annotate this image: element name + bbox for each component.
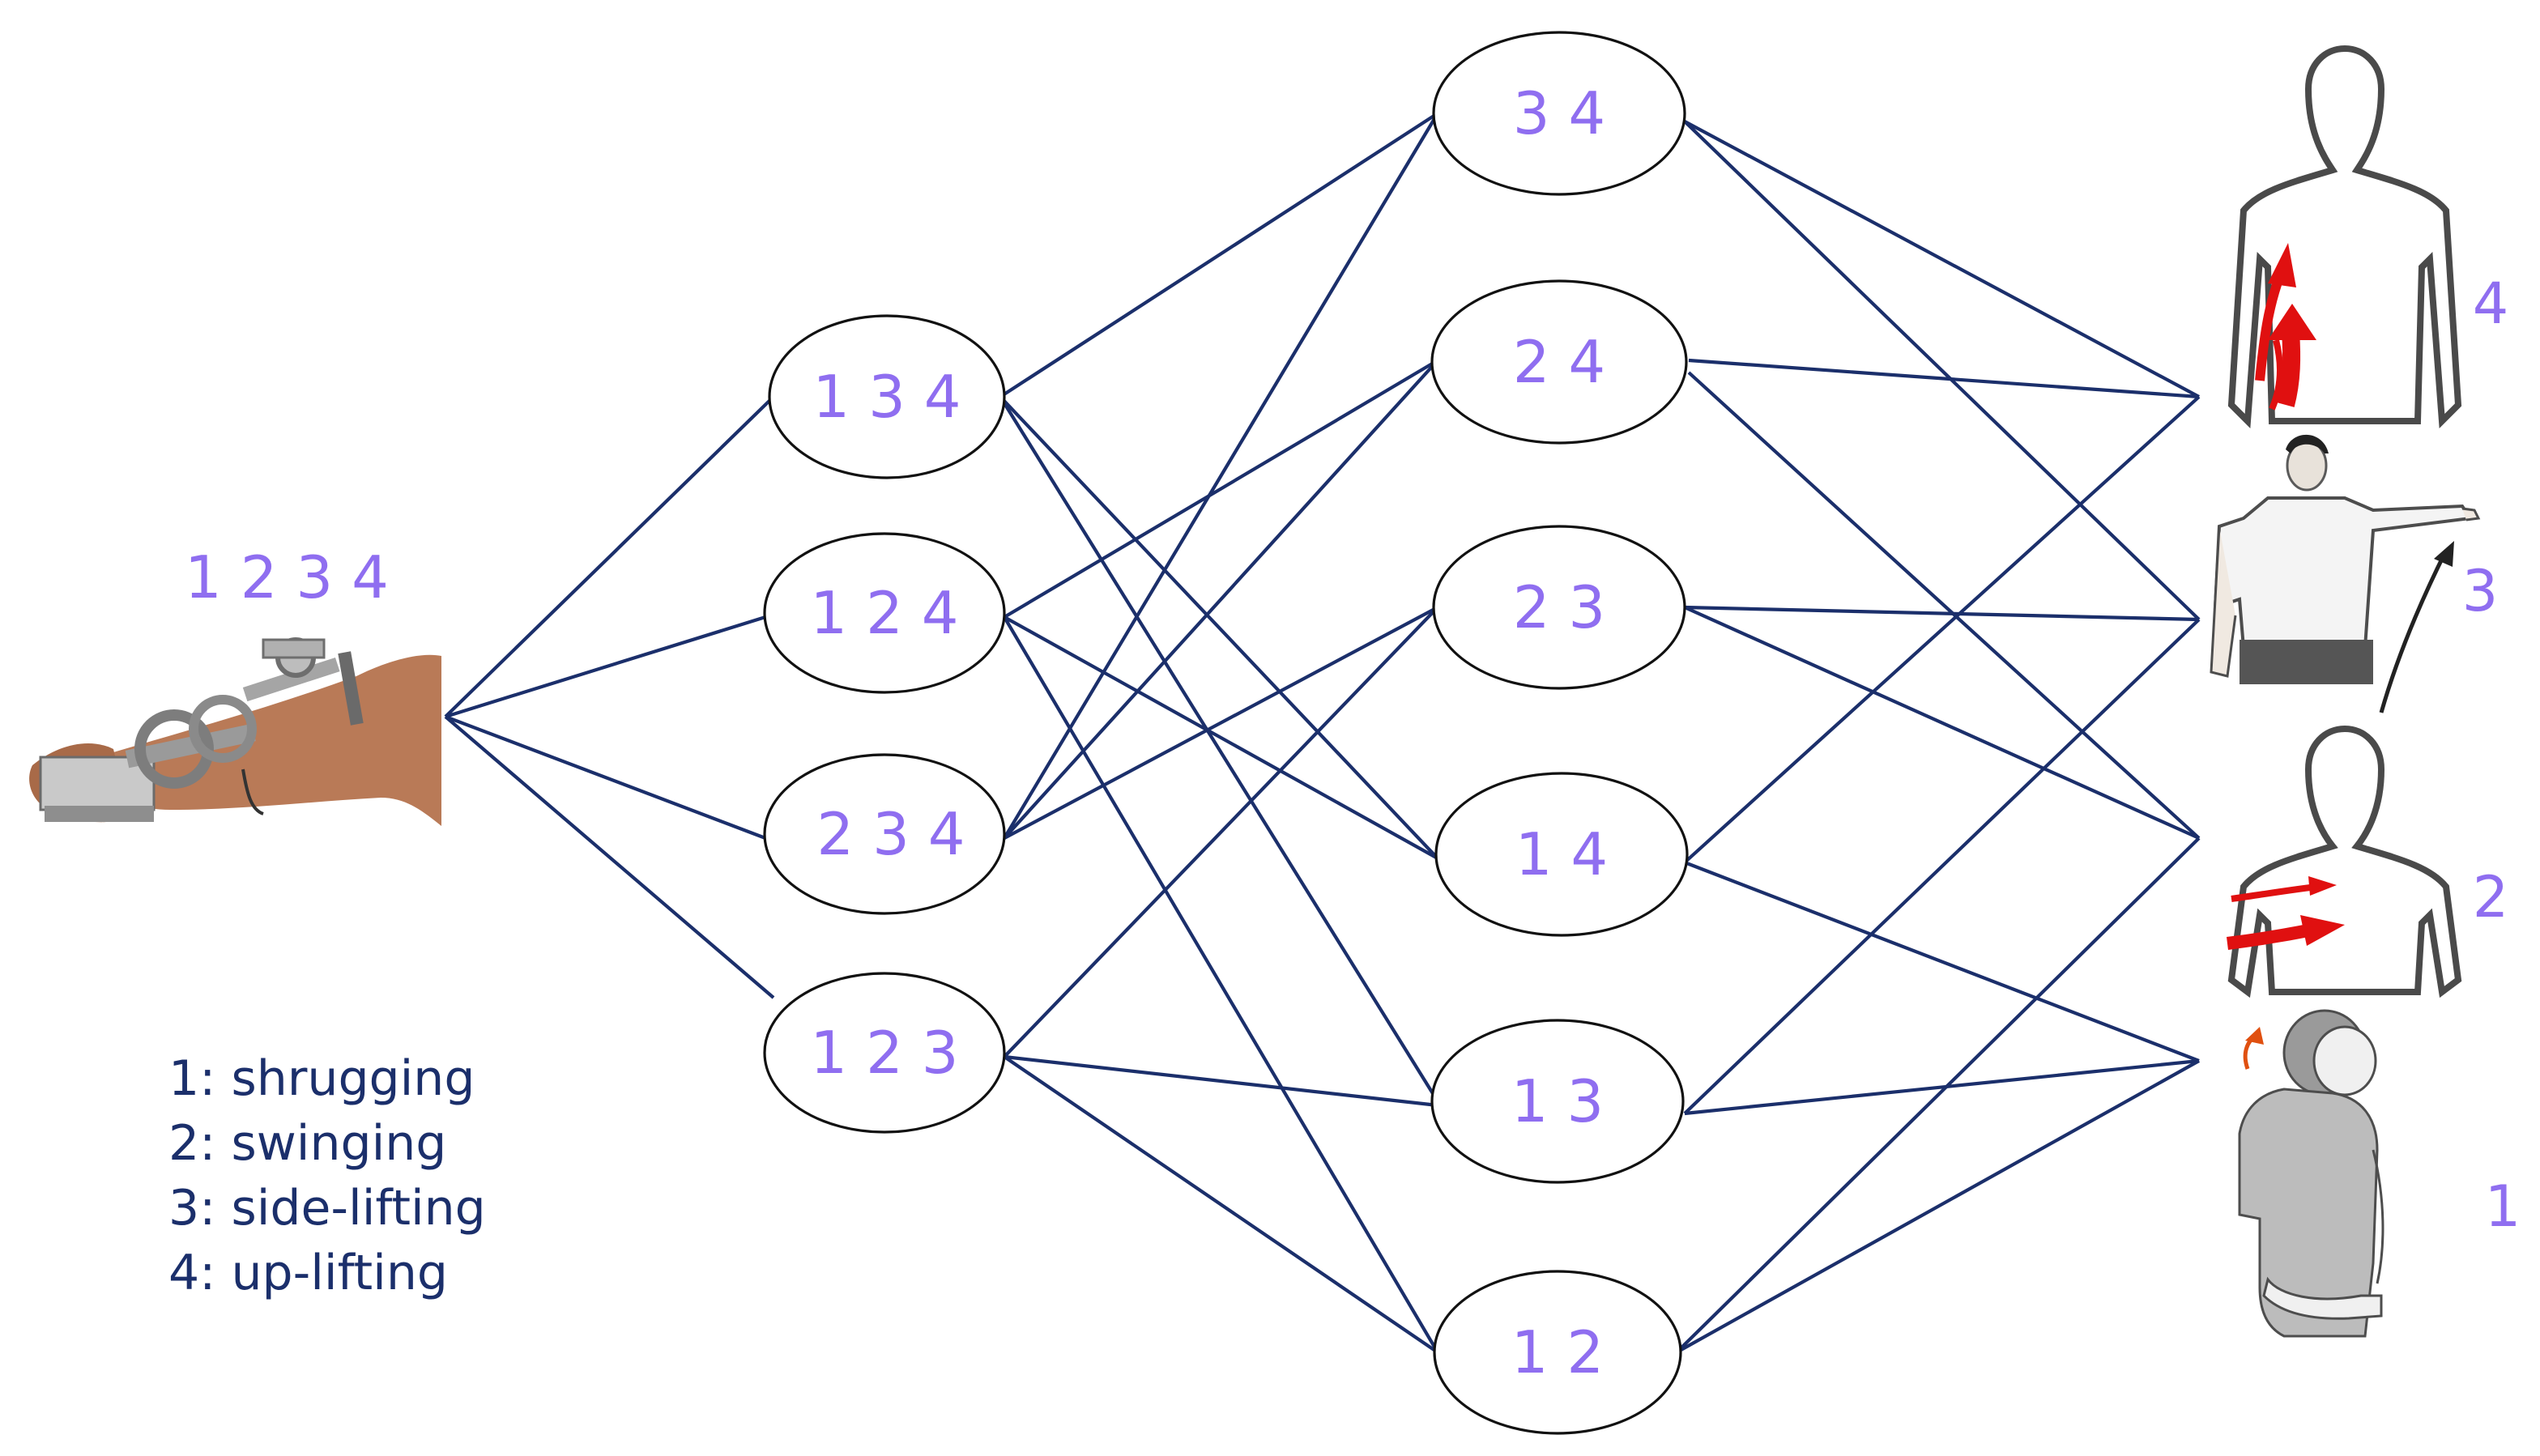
layer1-nodes: 1 3 4 1 2 4 2 3 4 1 2 3 (763, 314, 1006, 1134)
edge-source-123 (444, 715, 775, 999)
legend: 1: shrugging 2: swinging 3: side-lifting… (168, 1050, 486, 1301)
edge-14-t4 (1683, 395, 2201, 864)
edge-234-24 (1003, 359, 1439, 840)
edge-13-t3 (1683, 618, 2201, 1115)
node-label-123: 1 2 3 (810, 1019, 958, 1087)
up-lifting-figure-icon (2227, 45, 2462, 428)
node-label-34: 3 4 (1513, 79, 1606, 147)
edge-123-12 (1003, 1055, 1439, 1354)
node-label-234: 2 3 4 (816, 800, 965, 868)
side-lifting-figure-icon (2210, 434, 2481, 713)
node-123: 1 2 3 (763, 972, 1006, 1134)
edge-124-14 (1003, 615, 1439, 860)
edge-source-124 (445, 615, 766, 719)
node-234: 2 3 4 (763, 753, 1006, 915)
node-label-23: 2 3 (1513, 573, 1606, 641)
node-label-134: 1 3 4 (812, 363, 961, 431)
node-label-13: 1 3 (1511, 1067, 1605, 1135)
edge-12-t2 (1675, 837, 2201, 1354)
target-num-3: 3 (2462, 558, 2499, 624)
node-label-12: 1 2 (1511, 1318, 1605, 1386)
node-label-24: 2 4 (1513, 328, 1606, 396)
legend-item-1: 1: shrugging (168, 1050, 475, 1107)
node-34: 3 4 (1432, 31, 1686, 196)
node-12: 1 2 (1433, 1270, 1682, 1435)
edge-23-t2 (1684, 606, 2200, 840)
edge-24-t2 (1687, 371, 2201, 840)
edge-34-t4 (1684, 120, 2200, 398)
layer2-nodes: 3 4 2 4 2 3 1 4 1 3 1 2 (1430, 31, 1689, 1435)
edge-24-t4 (1688, 358, 2200, 399)
edge-134-13 (999, 395, 1439, 1103)
node-label-14: 1 4 (1515, 820, 1609, 888)
node-23: 2 3 (1432, 525, 1686, 690)
edge-124-12 (1003, 615, 1439, 1354)
edge-234-23 (1004, 606, 1438, 840)
node-label-124: 1 2 4 (810, 579, 958, 647)
edge-123-13 (1004, 1054, 1438, 1108)
edge-23-t3 (1684, 605, 2200, 622)
target-num-1: 1 (2485, 1173, 2521, 1240)
edge-234-34 (1003, 112, 1439, 840)
edge-source-134 (444, 395, 775, 718)
node-134: 1 3 4 (768, 314, 1006, 479)
hand-exoskeleton-icon (29, 637, 441, 826)
edge-134-34 (999, 112, 1439, 398)
legend-item-2: 2: swinging (168, 1115, 446, 1172)
target-num-2: 2 (2473, 864, 2509, 930)
legend-item-4: 4: up-lifting (168, 1245, 448, 1301)
target-num-4: 4 (2473, 270, 2509, 337)
edges-group (444, 112, 2201, 1354)
edge-12-t1 (1675, 1059, 2201, 1354)
node-24: 2 4 (1430, 279, 1688, 445)
source-label: 1 2 3 4 (185, 543, 389, 611)
edge-14-t1 (1684, 861, 2200, 1062)
edge-134-14 (999, 395, 1439, 860)
edge-13-t1 (1684, 1058, 2200, 1116)
shrugging-figure-icon (2238, 1009, 2384, 1338)
swinging-figure-icon (2227, 725, 2462, 998)
node-13: 1 3 (1430, 1019, 1685, 1184)
legend-item-3: 3: side-lifting (168, 1180, 486, 1237)
edge-123-23 (1003, 606, 1439, 1058)
node-124: 1 2 4 (763, 532, 1006, 694)
edge-source-234 (445, 715, 766, 840)
edge-34-t3 (1683, 120, 2201, 621)
edge-124-24 (1003, 359, 1439, 619)
node-14: 1 4 (1434, 772, 1689, 937)
